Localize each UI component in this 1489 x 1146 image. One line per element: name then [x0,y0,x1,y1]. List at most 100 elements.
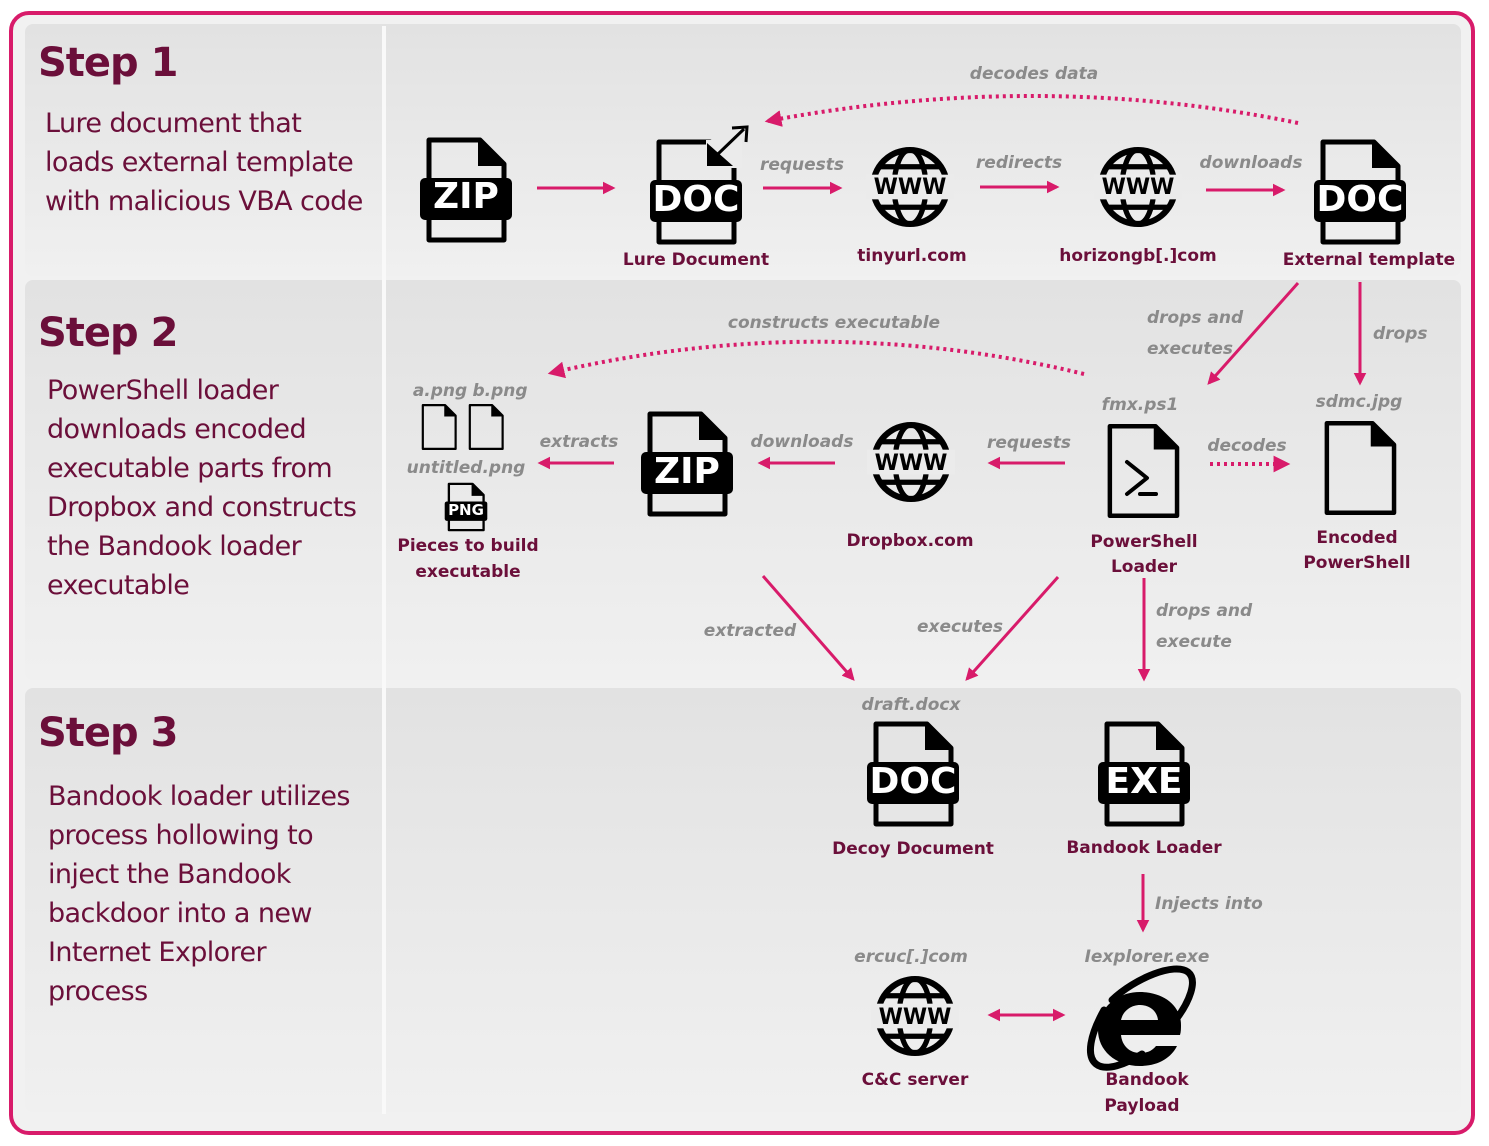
blank-file-icon [468,403,504,451]
edge-label-requests: requests [760,155,844,175]
step3-description: Bandook loader utilizes process hollowin… [48,777,350,1011]
step1-title: Step 1 [38,40,178,86]
lure-document-label: Lure Document [623,250,769,270]
tinyurl-label: tinyurl.com [857,246,966,266]
edge-template-decodes-lure [764,94,1299,127]
lure-document-node: DOC Lure Document [623,125,769,270]
step2-band [25,280,1461,680]
file-name-a-png: a.png [413,381,467,401]
column-divider [382,26,386,1114]
step2-line: the Bandook loader [47,531,302,562]
step3-band [25,688,1461,1112]
doc-badge: DOC [653,179,740,220]
powershell-loader-node: fmx.ps1 PowerShell Loader [1090,395,1197,577]
pieces-label-line2: executable [415,562,520,582]
pieces-node: a.png b.png untitled.png PNG Pieces to b… [397,381,538,582]
dropbox-label: Dropbox.com [846,531,973,551]
zip-badge: ZIP [433,176,499,217]
blank-file-icon [421,403,457,451]
blank-file-icon [1327,423,1394,513]
powershell-loader-label-line1: PowerShell [1090,532,1197,552]
file-name-ercuc-com: ercuc[.]com [854,947,968,967]
www-text: WWW [875,451,948,476]
step3-line: inject the Bandook [48,859,291,890]
decoy-document-node: draft.docx DOC Decoy Document [832,695,994,859]
step1-band [25,24,1461,276]
edge-label-extracts: extracts [540,432,619,452]
tinyurl-node: WWW tinyurl.com [857,150,967,266]
pieces-label-line1: Pieces to build [397,536,538,556]
external-template-node: DOC External template [1283,142,1455,270]
doc-badge: DOC [870,761,957,802]
edge-label-redirects: redirects [976,153,1062,173]
www-text: WWW [879,1005,952,1030]
file-name-draft-docx: draft.docx [862,695,962,715]
step3-line: Bandook loader utilizes [48,781,350,812]
edge-label-drops: drops [1373,324,1428,344]
edge-label-decodes: decodes [1207,436,1286,456]
edge-label-drops-and: drops and [1147,308,1244,328]
step2-description: PowerShell loader downloads encoded exec… [47,371,357,605]
external-link-corner [707,143,733,166]
step1-line: loads external template [45,147,354,178]
bandook-payload-label-line2: Payload [1104,1096,1179,1116]
internet-explorer-icon [1086,965,1196,1071]
zip-archive-node: ZIP [420,140,512,240]
bandook-payload-label-line1: Bandook [1105,1070,1189,1090]
horizongb-label: horizongb[.]com [1059,246,1216,266]
bandook-loader-label: Bandook Loader [1066,838,1222,858]
edge-label-injects-into: Injects into [1155,894,1263,914]
zip-badge: ZIP [654,451,720,492]
step1-description: Lure document that loads external templa… [45,104,363,221]
edge-psloader-executes-decoy [965,576,1060,681]
file-name-sdmc-jpg: sdmc.jpg [1316,392,1403,412]
step1-line: Lure document that [45,108,302,139]
encoded-powershell-label-line1: Encoded [1316,528,1397,548]
exe-badge: EXE [1106,761,1183,802]
decoy-document-label: Decoy Document [832,839,994,859]
bandook-loader-node: EXE Bandook Loader [1066,724,1222,858]
step3-line: Internet Explorer [48,937,267,968]
powershell-prompt-glyph [1125,460,1149,496]
step2-line: PowerShell loader [47,375,279,406]
external-template-label: External template [1283,250,1455,270]
step1-line: with malicious VBA code [45,186,363,217]
step3-title: Step 3 [38,710,178,756]
edge-zip-extracted-decoy [761,575,855,681]
step3-line: backdoor into a new [48,898,312,929]
edge-label-execute: execute [1156,632,1232,652]
horizongb-node: WWW horizongb[.]com [1059,150,1217,266]
zip-dropbox-archive-node: ZIP [641,414,733,514]
step2-line: downloads encoded [47,414,307,445]
doc-badge: DOC [1317,179,1404,220]
edge-label-executes: executes [1147,339,1233,359]
cnc-server-label: C&C server [862,1070,969,1090]
edge-template-to-psloader [1207,282,1300,385]
step3-line: process [48,976,148,1007]
bandook-payload-node: Iexplorer.exe Bandook Payload [1085,947,1210,1116]
file-name-b-png: b.png [472,381,527,401]
file-name-iexplorer-exe: Iexplorer.exe [1085,947,1210,967]
edge-label-extracted: extracted [704,621,797,641]
www-text: WWW [874,175,947,200]
png-badge: PNG [448,501,484,519]
edge-label-drops-and: drops and [1156,601,1253,621]
cnc-server-node: ercuc[.]com WWW C&C server [854,947,969,1090]
file-name-fmx-ps1: fmx.ps1 [1102,395,1179,415]
edge-label-downloads: downloads [1200,153,1303,173]
edge-label-executes: executes [917,617,1003,637]
powershell-file-icon [1110,426,1177,516]
step2-line: Dropbox and constructs [47,492,357,523]
step2-line: executable [47,570,190,601]
step3-line: process hollowing to [48,820,314,851]
edge-label-decodes-data: decodes data [970,64,1098,84]
edge-label-constructs-executable: constructs executable [728,313,940,333]
step2-line: executable parts from [47,453,333,484]
edge-label-requests: requests [987,433,1071,453]
www-text: WWW [1102,175,1175,200]
powershell-loader-label-line2: Loader [1111,557,1178,577]
file-name-untitled-png: untitled.png [407,458,526,478]
dropbox-node: WWW Dropbox.com [846,425,974,551]
encoded-powershell-node: sdmc.jpg Encoded PowerShell [1303,392,1410,573]
